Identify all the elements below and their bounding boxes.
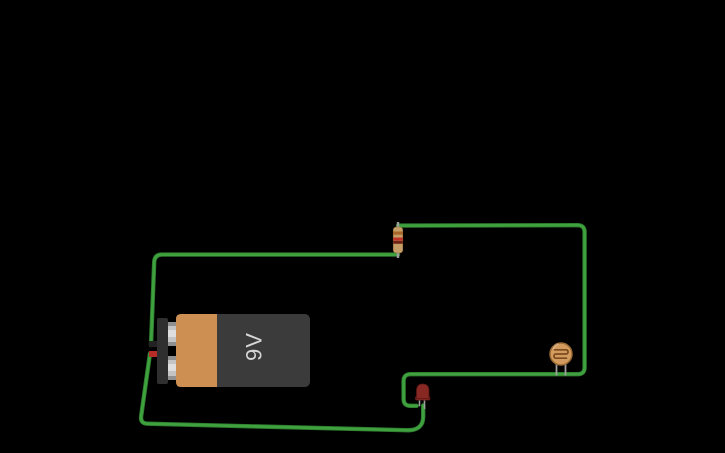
battery-voltage-label: 9V — [242, 332, 267, 361]
wire-line — [139, 352, 425, 432]
resistor-band-1 — [393, 231, 403, 235]
ldr-highlight — [552, 343, 559, 350]
wire-battery-to-resistor[interactable] — [148, 252, 401, 348]
resistor-band-2 — [393, 237, 403, 241]
ldr-serpentine-trace — [553, 348, 569, 360]
photoresistor[interactable] — [549, 342, 573, 376]
wire-shadow — [395, 223, 587, 408]
resistor-band-3 — [393, 240, 403, 244]
battery-negative-stub[interactable] — [149, 341, 163, 347]
wire-line — [396, 223, 586, 408]
resistor[interactable] — [392, 222, 404, 258]
battery-9v[interactable]: 9V — [149, 314, 310, 387]
battery-positive-stub[interactable] — [149, 351, 163, 357]
wire-battery-to-led[interactable] — [138, 351, 426, 433]
battery-orange-band — [176, 314, 217, 387]
battery-end-cap — [157, 318, 168, 384]
wire-resistor-to-led[interactable] — [395, 223, 587, 408]
red-led[interactable] — [414, 383, 431, 409]
led-dome — [416, 383, 430, 399]
wire-line — [149, 253, 400, 347]
